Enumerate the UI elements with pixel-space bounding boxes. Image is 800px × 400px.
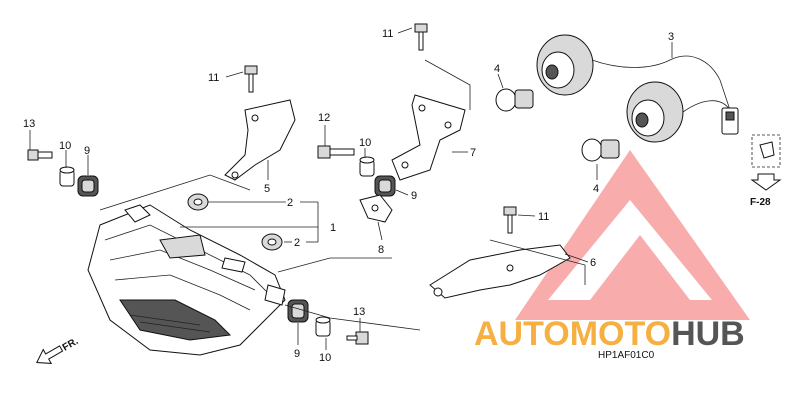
bolt-11-top <box>414 23 428 51</box>
callout-11-left: 11 <box>208 72 219 84</box>
callout-7: 7 <box>470 147 476 159</box>
grommet-9-middle <box>374 175 396 197</box>
callout-6: 6 <box>590 257 596 269</box>
callout-labels: 11 11 11 3 4 4 13 13 10 10 10 9 9 9 12 7… <box>23 28 674 364</box>
callout-13-bottom: 13 <box>353 306 365 318</box>
front-arrow-icon <box>36 345 64 364</box>
callout-2-upper: 2 <box>287 197 293 209</box>
bolt-13-top <box>27 149 53 161</box>
callout-2-lower: 2 <box>294 237 300 249</box>
bolt-11-left <box>244 65 258 93</box>
leader-lines <box>29 27 673 350</box>
diagram-code: HP1AF01C0 <box>598 350 655 361</box>
turn-signal-assembly <box>536 34 739 143</box>
watermark-logo <box>515 150 750 320</box>
callout-5: 5 <box>264 183 270 195</box>
callout-10-middle: 10 <box>359 137 371 149</box>
collar-10-middle <box>359 156 375 177</box>
bracket-5 <box>224 99 296 181</box>
callout-3: 3 <box>668 31 674 43</box>
figure-reference-label: F-28 <box>750 197 771 208</box>
callout-11-top: 11 <box>382 28 393 40</box>
headlight-assembly <box>87 204 286 356</box>
clip-8 <box>359 194 393 223</box>
collar-10-bottom <box>315 316 331 337</box>
bracket-6 <box>429 244 571 299</box>
callout-10-left: 10 <box>59 140 71 152</box>
watermark-text-part1: AUTOMOTO <box>474 315 671 353</box>
figure-reference: F-28 <box>750 134 782 208</box>
callout-9-bottom: 9 <box>294 348 300 360</box>
bolt-11-right <box>503 206 517 234</box>
callout-10-bottom: 10 <box>319 352 331 364</box>
bulb-lower <box>581 138 620 162</box>
front-label: FR. <box>61 336 81 354</box>
callout-4-upper: 4 <box>494 63 500 75</box>
watermark-triangle-core <box>590 235 690 300</box>
callout-13-top: 13 <box>23 118 35 130</box>
watermark-triangle-inner <box>548 200 712 300</box>
callout-9-left: 9 <box>84 145 90 157</box>
grommet-9-left <box>77 175 99 197</box>
bulb-upper <box>495 88 534 112</box>
callout-12: 12 <box>318 112 330 124</box>
grommet-2-lower <box>261 233 283 251</box>
reference-arrow-icon <box>750 173 782 191</box>
front-direction-indicator: FR. <box>36 336 81 364</box>
watermark-text: AUTOMOTOHUB <box>474 315 745 353</box>
bracket-7 <box>391 94 466 181</box>
callout-4-lower: 4 <box>593 183 599 195</box>
bolt-12 <box>317 145 355 159</box>
callout-11-right: 11 <box>538 211 549 223</box>
watermark-text-part2: HUB <box>671 315 745 353</box>
callout-1: 1 <box>330 222 336 234</box>
callout-8: 8 <box>378 244 384 256</box>
collar-10-left <box>59 166 75 187</box>
grommet-2-upper <box>187 193 209 211</box>
callout-9-middle: 9 <box>411 190 417 202</box>
bolt-13-bottom <box>346 331 369 345</box>
